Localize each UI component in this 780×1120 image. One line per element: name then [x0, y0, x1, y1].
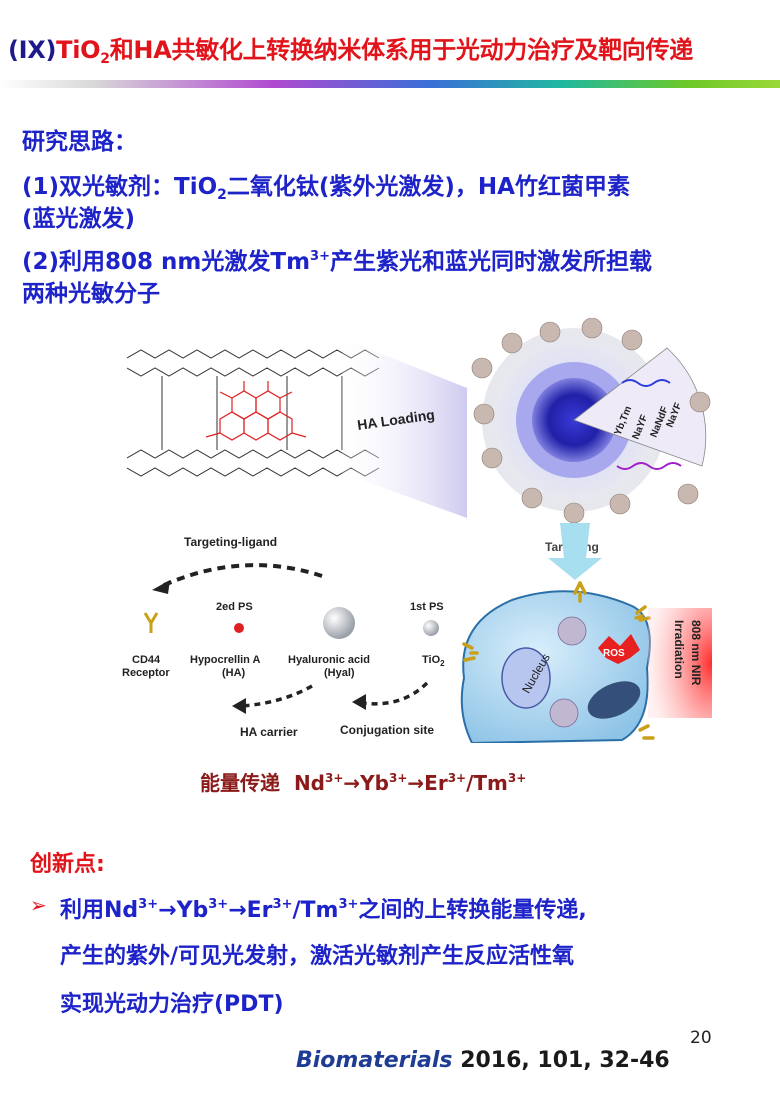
hyaluronic-acid-structure — [126, 349, 380, 477]
component-labels: CD44 Receptor Hypocrellin A (HA) Hyaluro… — [122, 654, 445, 679]
targeting-arrow — [548, 523, 602, 580]
innov-er: Er — [246, 898, 273, 923]
slide-title: (IX)TiO2和HA共敏化上转换纳米体系用于光动力治疗及靶向传递 — [8, 30, 778, 67]
hyaluronic-acid-sphere — [323, 607, 355, 639]
innov-l1-b: 之间的上转换能量传递, — [358, 898, 587, 923]
cd44-receptors-on-cell — [462, 581, 655, 740]
ps2-label: 2ed PS — [216, 601, 253, 613]
cd44-label-2: Receptor — [122, 667, 170, 679]
caption-arrow-1: → — [343, 771, 361, 795]
item1-text-a: (1)双光敏剂：TiO — [22, 174, 218, 200]
caption-sup-yb: 3+ — [388, 771, 408, 785]
item2-sup: 3+ — [310, 249, 330, 264]
surface-particles — [471, 318, 711, 524]
caption-slash: / — [466, 771, 474, 795]
reference-citation: 2016, 101, 32-46 — [460, 1048, 670, 1073]
hypocrellin-molecule — [205, 381, 307, 441]
reference-journal: Biomaterials — [296, 1048, 453, 1073]
research-item-1: (1)双光敏剂：TiO2二氧化钛(紫外光激发)，HA竹红菌甲素 — [22, 167, 630, 203]
targeting-ligand-label: Targeting-ligand — [184, 535, 277, 549]
page-number: 20 — [690, 1028, 712, 1048]
caption-arrow-2: → — [407, 771, 425, 795]
reference: Biomaterials 2016, 101, 32-46 — [296, 1048, 670, 1073]
ros-label: ROS — [603, 648, 625, 659]
innovation-heading: 创新点: — [30, 852, 105, 877]
title-text-2: 和HA共敏化上转换纳米体系用于光动力治疗及靶向传递 — [109, 36, 693, 64]
innov-l1-a: 利用Nd — [60, 898, 139, 923]
hypocrellin-label-2: (HA) — [222, 667, 246, 679]
title-numeral: (IX) — [8, 36, 57, 64]
upconversion-nanoparticle — [482, 328, 707, 512]
nir-label-1: 808 nm NIR — [689, 620, 703, 686]
nucleus — [501, 647, 551, 709]
tio2-sphere — [423, 620, 439, 636]
innov-sup-tm: 3+ — [338, 897, 359, 912]
title-subscript: 2 — [100, 51, 110, 67]
cell-nanoparticles — [549, 616, 587, 728]
caption-yb: Yb — [360, 771, 389, 795]
caption-sup-tm: 3+ — [507, 771, 527, 785]
nir-label-2: Irradiation — [672, 620, 686, 679]
item2-text-a: (2)利用808 nm光激发Tm — [22, 249, 311, 275]
ros-burst: ROS — [598, 634, 640, 664]
svg-text:TiO2: TiO2 — [422, 654, 445, 668]
title-text-1: TiO — [56, 36, 101, 64]
item1-sub: 2 — [217, 187, 227, 203]
research-item-2-cont: 两种光敏分子 — [22, 281, 160, 307]
innov-yb: Yb — [176, 898, 209, 923]
caption-label: 能量传递 — [200, 771, 280, 795]
conjugation-site-label: Conjugation site — [340, 723, 434, 737]
cd44-receptor-icon — [143, 612, 159, 633]
research-item-1-cont: (蓝光激发) — [22, 206, 136, 232]
innovation-line-1: 利用Nd3+→Yb3+→Er3+/Tm3+之间的上转换能量传递, — [60, 892, 587, 924]
tio2-sub: 2 — [440, 659, 445, 668]
hyal-label-1: Hyaluronic acid — [288, 654, 370, 666]
item2-text-b: 产生紫光和蓝光同时激发所担载 — [330, 249, 652, 275]
caption-nd: Nd — [293, 771, 325, 795]
caption-tm: Tm — [473, 771, 508, 795]
hyal-label-2: (Hyal) — [324, 667, 355, 679]
innovation-line-2: 产生的紫外/可见光发射，激活光敏剂产生反应活性氧 — [60, 944, 575, 969]
item1-text-b: 二氧化钛(紫外光激发)，HA竹红菌甲素 — [226, 174, 630, 200]
tio2-label: TiO — [422, 654, 441, 666]
innov-sup-yb: 3+ — [208, 897, 229, 912]
mitochondria — [587, 681, 641, 719]
innov-sup-nd: 3+ — [138, 897, 159, 912]
innov-sup-er: 3+ — [272, 897, 293, 912]
innov-slash: / — [292, 898, 301, 923]
hypocrellin-label-1: Hypocrellin A — [190, 654, 261, 666]
title-underline — [0, 80, 780, 88]
caption-sup-er: 3+ — [447, 771, 467, 785]
caption-er: Er — [424, 771, 448, 795]
targeting-ligand-arrow — [161, 563, 323, 588]
ha-carrier-arrow — [241, 684, 313, 708]
caption-sup-nd: 3+ — [325, 771, 344, 785]
innov-tm: Tm — [300, 898, 339, 923]
innovation-line-3: 实现光动力治疗(PDT) — [60, 992, 284, 1017]
conjugation-arrow — [361, 681, 429, 706]
schematic-figure: HA Loading NaYF NaNdF NaYF Yb,Tm Targeti… — [122, 318, 712, 743]
ha-carrier-label: HA carrier — [240, 725, 298, 739]
nir-irradiation — [648, 608, 712, 718]
ps1-label: 1st PS — [410, 601, 444, 613]
ha-loading-beam — [342, 338, 467, 518]
research-heading: 研究思路： — [22, 129, 137, 155]
bullet-arrow-icon: ➢ — [30, 893, 47, 917]
energy-transfer-caption: 能量传递 Nd3+→Yb3+→Er3+/Tm3+ — [200, 767, 526, 796]
cd44-label-1: CD44 — [132, 654, 161, 666]
research-item-2: (2)利用808 nm光激发Tm3+产生紫光和蓝光同时激发所担载 — [22, 242, 652, 276]
hypocrellin-dot — [234, 623, 244, 633]
innov-arrow-1: → — [158, 898, 177, 923]
innov-arrow-2: → — [228, 898, 247, 923]
